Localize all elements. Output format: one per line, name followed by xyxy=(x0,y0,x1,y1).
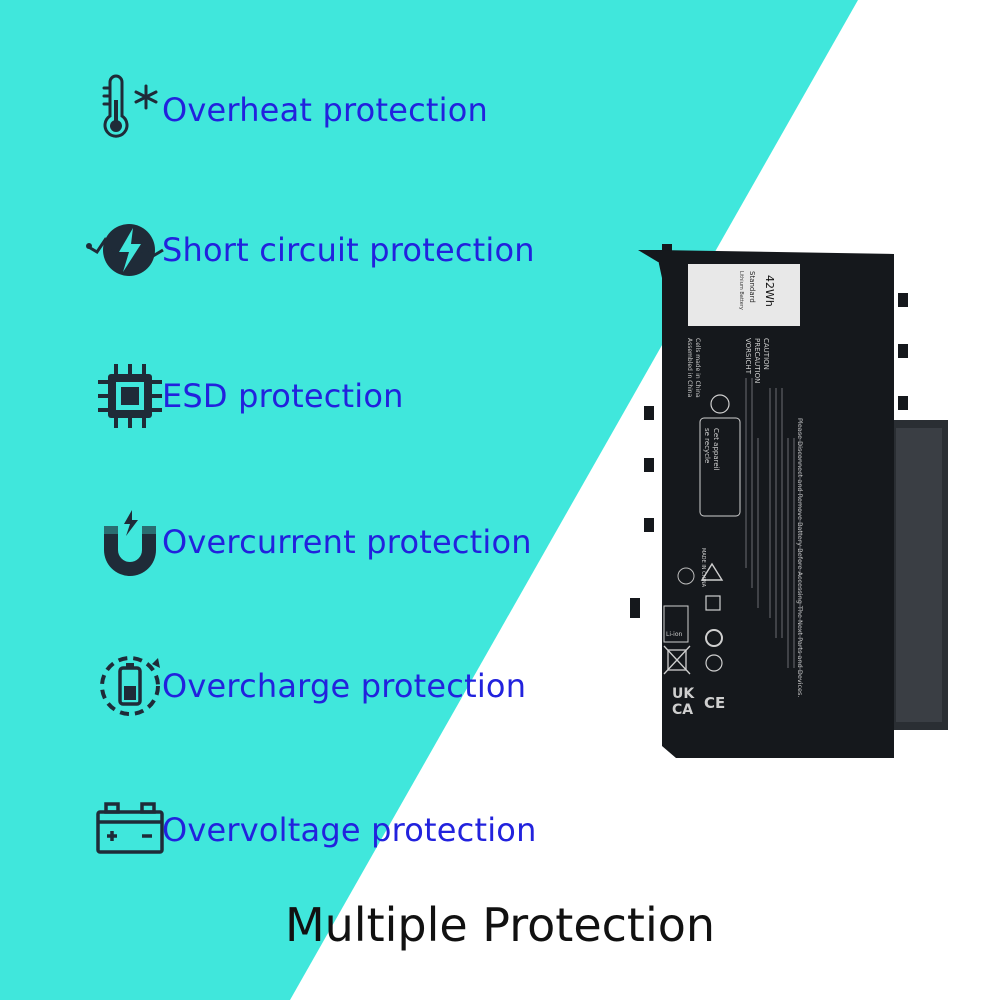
feature-esd: ESD protection xyxy=(92,356,404,436)
ce-mark: CE xyxy=(704,694,725,712)
feature-label: Overvoltage protection xyxy=(162,811,537,849)
feature-label: Overcurrent protection xyxy=(162,523,532,561)
chip-icon xyxy=(98,364,162,428)
feature-label: Overheat protection xyxy=(162,91,488,129)
feature-overcurrent: Overcurrent protection xyxy=(92,502,532,582)
type-line1: Standard xyxy=(748,271,756,303)
precaution-text: PRECAUTION xyxy=(753,338,761,383)
li-ion-label: Li-ion xyxy=(666,631,683,638)
feature-label: Short circuit protection xyxy=(162,231,535,269)
cells-line2: Assembled in China xyxy=(686,338,693,398)
lightning-circuit-icon xyxy=(86,224,164,276)
type-line2: Lithium Battery xyxy=(738,271,744,310)
capacity-label: 42Wh xyxy=(763,275,776,307)
feature-overvoltage: Overvoltage protection xyxy=(92,790,537,870)
feature-short-circuit: Short circuit protection xyxy=(86,210,535,290)
ukca-mark-line1: UK xyxy=(672,686,695,702)
recycle-line2: se recycle xyxy=(703,428,711,463)
caution-text: CAUTION xyxy=(762,338,770,370)
car-battery-icon xyxy=(96,802,164,854)
thermometer-snowflake-icon xyxy=(102,74,158,138)
feature-overcharge: Overcharge protection xyxy=(92,646,526,726)
feature-overheat: Overheat protection xyxy=(92,70,488,150)
recycle-line1: Cet appareil xyxy=(712,428,720,471)
magnet-lightning-icon xyxy=(104,510,156,576)
made-in-text: MADE IN CHINA xyxy=(700,548,706,588)
feature-label: Overcharge protection xyxy=(162,667,527,705)
cells-line1: Cells made in China xyxy=(694,338,701,398)
page-title: Multiple Protection xyxy=(284,898,716,952)
feature-label: ESD protection xyxy=(162,377,404,415)
battery-image: 42Wh Standard Lithium Battery CAUTION PR… xyxy=(628,238,958,768)
vorsicht-text: VORSICHT xyxy=(744,338,752,375)
ukca-mark-line2: CA xyxy=(672,702,693,718)
battery-charging-icon xyxy=(100,656,160,716)
